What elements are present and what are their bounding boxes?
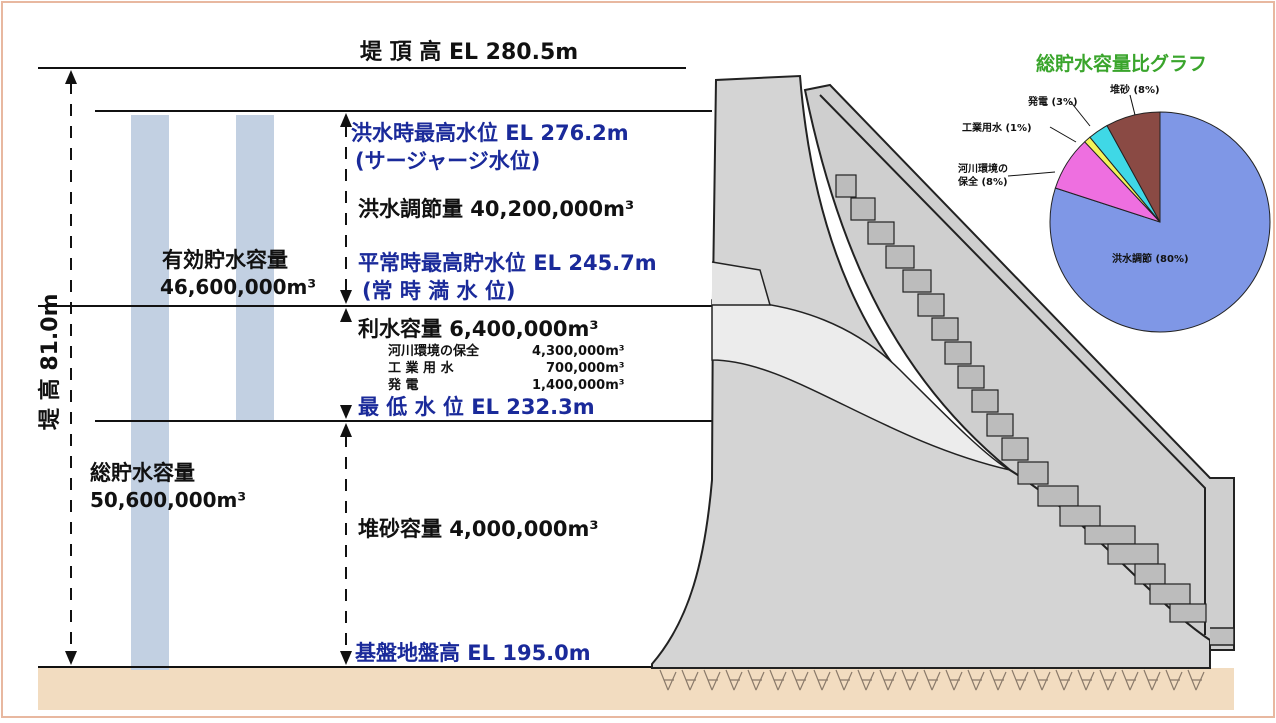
crest-elevation-label: 堤 頂 高 EL 280.5m — [360, 39, 578, 65]
sediment-volume-label: 堆砂容量 4,000,000m³ — [358, 517, 599, 541]
surcharge-level-label: (サージャージ水位) — [355, 149, 540, 173]
min-level-label: 最 低 水 位 EL 232.3m — [358, 395, 595, 419]
breakdown-env-value: 4,300,000m³ — [532, 344, 624, 359]
stair-step — [1149, 583, 1191, 605]
flood-max-level-label: 洪水時最高水位 EL 276.2m — [351, 121, 629, 145]
breakdown-industry-value: 700,000m³ — [546, 361, 624, 376]
pie-slice-4 — [1106, 111, 1161, 223]
normal-full-level-label: (常 時 満 水 位) — [362, 279, 515, 303]
effective-storage-value: 46,600,000m³ — [160, 275, 316, 299]
total-storage-label: 総貯水容量 — [90, 461, 195, 485]
stair-step — [850, 197, 876, 221]
pie-label-sediment: 堆砂 (8%) — [1110, 83, 1160, 96]
total-storage-value: 50,600,000m³ — [90, 488, 246, 512]
stair-step — [1059, 505, 1101, 527]
breakdown-env-name: 河川環境の保全 — [388, 343, 480, 359]
flood-control-volume-label: 洪水調節量 40,200,000m³ — [358, 197, 634, 221]
stair-step — [885, 245, 915, 269]
stair-step — [1134, 563, 1166, 585]
level-lines — [38, 67, 712, 668]
stair-step — [1017, 461, 1049, 485]
foundation-elevation-label: 基盤地盤高 EL 195.0m — [355, 641, 591, 665]
stair-step — [1169, 603, 1207, 623]
stair-step — [835, 174, 857, 198]
storage-column-left — [131, 115, 169, 670]
pie-label-power: 発電 (3%) — [1027, 95, 1078, 108]
pie-title: 総貯水容量比グラフ — [1036, 52, 1207, 75]
stair-step — [1001, 437, 1029, 461]
effective-storage-label: 有効貯水容量 — [162, 248, 288, 272]
stair-step — [931, 317, 959, 341]
stair-step — [986, 413, 1014, 437]
storage-column-right — [236, 115, 274, 420]
breakdown-power-value: 1,400,000m³ — [532, 378, 624, 393]
stair-step — [944, 341, 972, 365]
stair-step — [917, 293, 945, 317]
storage-ratio-pie: 総貯水容量比グラフ 洪水調節 (80%) 河川環境の 保全 (8%) 工業用水 … — [957, 52, 1271, 333]
pie-label-flood: 洪水調節 (80%) — [1112, 252, 1189, 265]
stair-step — [902, 269, 932, 293]
stair-step — [867, 221, 895, 245]
breakdown-power-name: 発 電 — [387, 377, 419, 393]
dimension-lines — [70, 82, 347, 655]
dam-body — [651, 74, 1235, 669]
stair-step — [971, 389, 999, 413]
pie-label-industry: 工業用水 (1%) — [962, 121, 1032, 134]
stair-step — [957, 365, 985, 389]
stair-step — [1107, 543, 1159, 565]
dimension-arrows — [65, 70, 352, 665]
normal-max-level-label: 平常時最高貯水位 EL 245.7m — [358, 251, 657, 275]
dam-height-label: 堤 高 81.0m — [37, 293, 63, 430]
stair-step — [1037, 485, 1079, 507]
stair-step — [1084, 525, 1136, 545]
breakdown-industry-name: 工 業 用 水 — [388, 360, 455, 376]
water-use-breakdown: 河川環境の保全 4,300,000m³ 工 業 用 水 700,000m³ 発 … — [387, 343, 624, 393]
pie-slices — [1049, 111, 1271, 333]
pie-label-env-1: 河川環境の — [958, 162, 1008, 175]
water-use-volume-label: 利水容量 6,400,000m³ — [358, 317, 599, 341]
ground-band — [38, 668, 1234, 710]
pie-label-env-2: 保全 (8%) — [957, 175, 1008, 188]
pie-leader-lines — [1007, 94, 1136, 177]
